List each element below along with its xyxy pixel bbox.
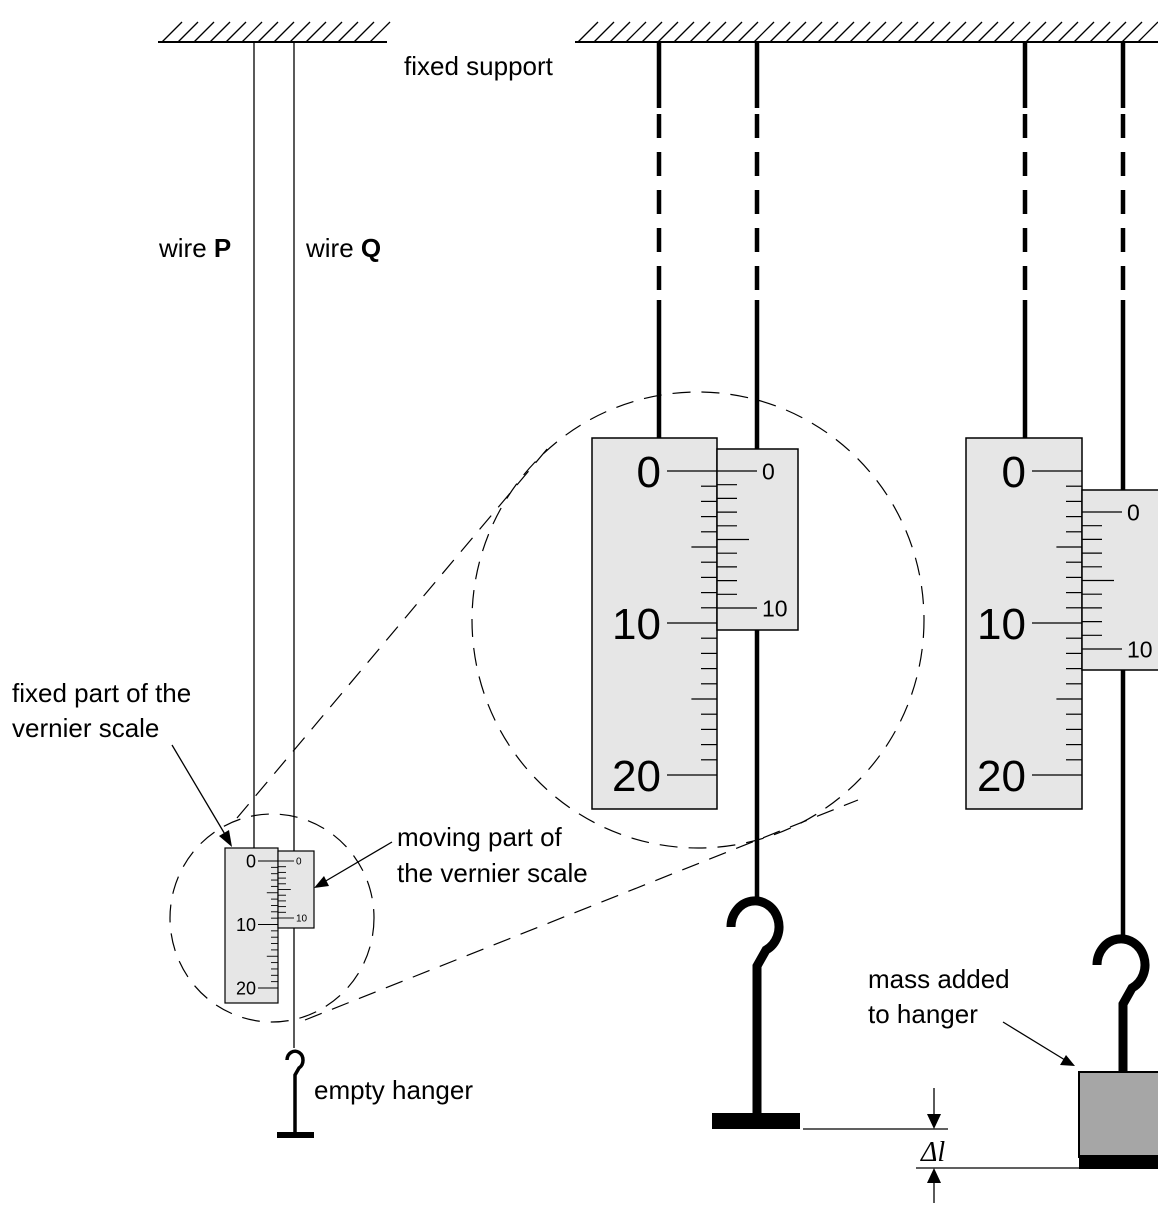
ceiling-hatch	[977, 21, 999, 43]
ceiling-hatch	[769, 21, 791, 43]
ceiling-hatch	[929, 21, 951, 43]
ceiling-hatch	[177, 21, 199, 43]
main-scale-label: 0	[637, 448, 661, 497]
ceiling-hatch	[609, 21, 631, 43]
ceiling-hatch	[337, 21, 359, 43]
ceiling-hatch	[705, 21, 727, 43]
ceiling-hatch	[273, 21, 295, 43]
ceiling-hatch	[305, 21, 327, 43]
ceiling-right	[575, 21, 1158, 43]
ceiling-left	[158, 21, 391, 43]
ceiling-hatch	[593, 21, 615, 43]
wire-p-label: wire P	[158, 233, 231, 263]
large-zoom-circle	[471, 391, 925, 849]
moving-part-label-line1: moving part of	[397, 822, 563, 852]
ceiling-hatch	[257, 21, 279, 43]
delta-l-label: Δl	[920, 1137, 945, 1168]
ceiling-hatch	[865, 21, 887, 43]
main-scale-label: 20	[612, 752, 661, 801]
ceiling-hatch	[209, 21, 231, 43]
ceiling-hatch	[1041, 21, 1063, 43]
main-scale-body	[224, 847, 279, 1004]
ceiling-hatch	[1105, 21, 1127, 43]
fixed-support-label: fixed support	[404, 51, 554, 81]
vernier-scale-label: 0	[1127, 499, 1140, 525]
ceiling-hatch	[737, 21, 759, 43]
ceiling-hatch	[1073, 21, 1095, 43]
ceiling-hatch	[817, 21, 839, 43]
ceiling-hatch	[753, 21, 775, 43]
zoom-callout	[169, 391, 925, 1023]
ceiling-hatch	[321, 21, 343, 43]
ceiling-hatch	[993, 21, 1015, 43]
ceiling-hatch	[289, 21, 311, 43]
ceiling-hatch	[193, 21, 215, 43]
vernier-scale-label: 0	[762, 458, 775, 484]
small-zoom-circle	[169, 813, 375, 1023]
small-vernier: 0 10 20 0 10	[224, 847, 315, 1004]
ceiling-hatch	[721, 21, 743, 43]
ceiling-hatch	[657, 21, 679, 43]
delta-l-marker	[803, 1088, 1079, 1203]
ceiling-hatch	[913, 21, 935, 43]
fixed-part-label-line1: fixed part of the	[12, 678, 191, 708]
ceiling-hatch	[1121, 21, 1143, 43]
right-hook	[1092, 934, 1150, 1072]
mass-added-label-line1: mass added	[868, 964, 1010, 994]
ceiling-hatch	[369, 21, 391, 43]
middle-assembly: 0 10 20 0 10	[591, 42, 800, 1129]
ceiling-hatch	[849, 21, 871, 43]
main-scale-label: 10	[612, 600, 661, 649]
vernier-scale-label: 0	[296, 857, 302, 868]
moving-part-label-line2: the vernier scale	[397, 858, 588, 888]
empty-hanger-small	[277, 1049, 314, 1138]
ceiling-hatch	[961, 21, 983, 43]
middle-hook	[726, 896, 784, 1113]
ceiling-hatch	[1057, 21, 1079, 43]
middle-hanger-base	[712, 1113, 800, 1129]
ceiling-hatch	[689, 21, 711, 43]
ceiling-hatch	[161, 21, 183, 43]
vernier-scale-label: 10	[296, 914, 308, 925]
main-scale-label: 10	[236, 915, 256, 935]
ceiling-hatch	[785, 21, 807, 43]
ceiling-hatch	[641, 21, 663, 43]
ceiling-hatch	[625, 21, 647, 43]
ceiling-hatch	[1025, 21, 1047, 43]
right-hanger-base	[1079, 1155, 1158, 1169]
ceiling-hatch	[833, 21, 855, 43]
mass-added-label-line2: to hanger	[868, 999, 978, 1029]
empty-hanger-label: empty hanger	[314, 1075, 473, 1105]
ceiling-hatch	[353, 21, 375, 43]
pointer-arrows	[171, 744, 1075, 1066]
ceiling-hatch	[881, 21, 903, 43]
main-scale-label: 0	[246, 851, 256, 871]
main-scale-label: 0	[1002, 448, 1026, 497]
ceiling-hatch	[945, 21, 967, 43]
vernier-scale-label: 10	[1127, 636, 1153, 662]
zoom-line-upper	[236, 447, 549, 819]
ceiling-hatch	[801, 21, 823, 43]
ceiling-hatch	[225, 21, 247, 43]
fixed-part-label-line2: vernier scale	[12, 713, 159, 743]
zoom-line-lower	[304, 799, 859, 1021]
main-scale-label: 10	[977, 600, 1026, 649]
ceiling-hatch	[897, 21, 919, 43]
ceiling-hatch	[1089, 21, 1111, 43]
right-assembly: 0 10 20 0 10	[965, 42, 1158, 1169]
ceiling-hatch	[1009, 21, 1031, 43]
vernier-scale-label: 10	[762, 595, 788, 621]
main-scale-label: 20	[977, 752, 1026, 801]
ceiling-hatch	[1137, 21, 1158, 43]
ceiling-hatch	[577, 21, 599, 43]
ceiling-hatch	[241, 21, 263, 43]
wire-q-label: wire Q	[305, 233, 381, 263]
ceiling-hatch	[673, 21, 695, 43]
mass-block	[1078, 1071, 1158, 1158]
main-scale-label: 20	[236, 978, 256, 998]
